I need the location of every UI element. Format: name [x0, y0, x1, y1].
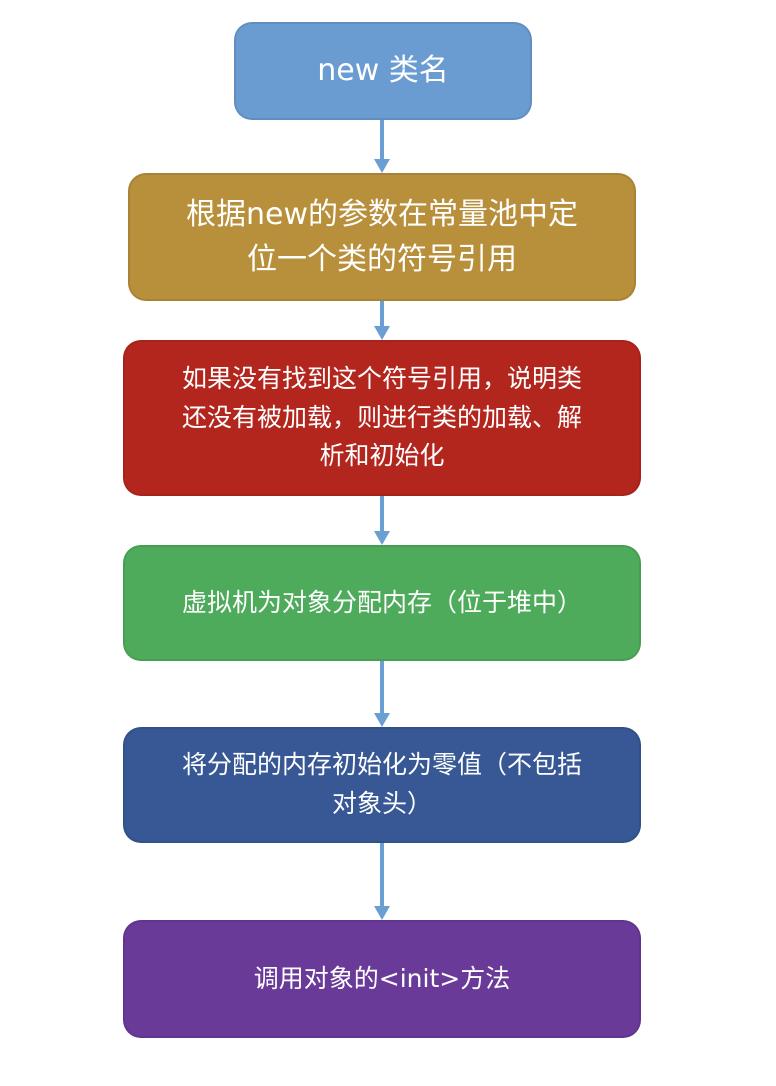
arrow-n3-to-n4 [374, 496, 390, 545]
node-new-class: new 类名 [234, 22, 532, 120]
node-load-class-label: 如果没有找到这个符号引用，说明类 还没有被加载，则进行类的加载、解 析和初始化 [181, 363, 582, 471]
arrow-head [374, 531, 390, 545]
arrow-head [374, 326, 390, 340]
node-allocate-memory-label: 虚拟机为对象分配内存（位于堆中） [181, 587, 582, 617]
node-call-init: 调用对象的<init>方法 [123, 920, 641, 1038]
node-zero-init: 将分配的内存初始化为零值（不包括 对象头） [123, 727, 641, 843]
arrow-head [374, 159, 390, 173]
node-locate-symbol-ref: 根据new的参数在常量池中定 位一个类的符号引用 [128, 173, 636, 301]
node-load-class: 如果没有找到这个符号引用，说明类 还没有被加载，则进行类的加载、解 析和初始化 [123, 340, 641, 496]
arrow-head [374, 906, 390, 920]
arrow-n5-to-n6 [374, 843, 390, 920]
arrow-n2-to-n3 [374, 301, 390, 340]
node-allocate-memory: 虚拟机为对象分配内存（位于堆中） [123, 545, 641, 661]
arrow-head [374, 713, 390, 727]
node-zero-init-label: 将分配的内存初始化为零值（不包括 对象头） [181, 750, 582, 818]
node-call-init-label: 调用对象的<init>方法 [253, 963, 511, 993]
arrow-n4-to-n5 [374, 661, 390, 727]
node-new-class-label: new 类名 [317, 53, 449, 89]
node-locate-symbol-ref-label: 根据new的参数在常量池中定 位一个类的符号引用 [185, 197, 578, 277]
arrow-n1-to-n2 [374, 120, 390, 173]
